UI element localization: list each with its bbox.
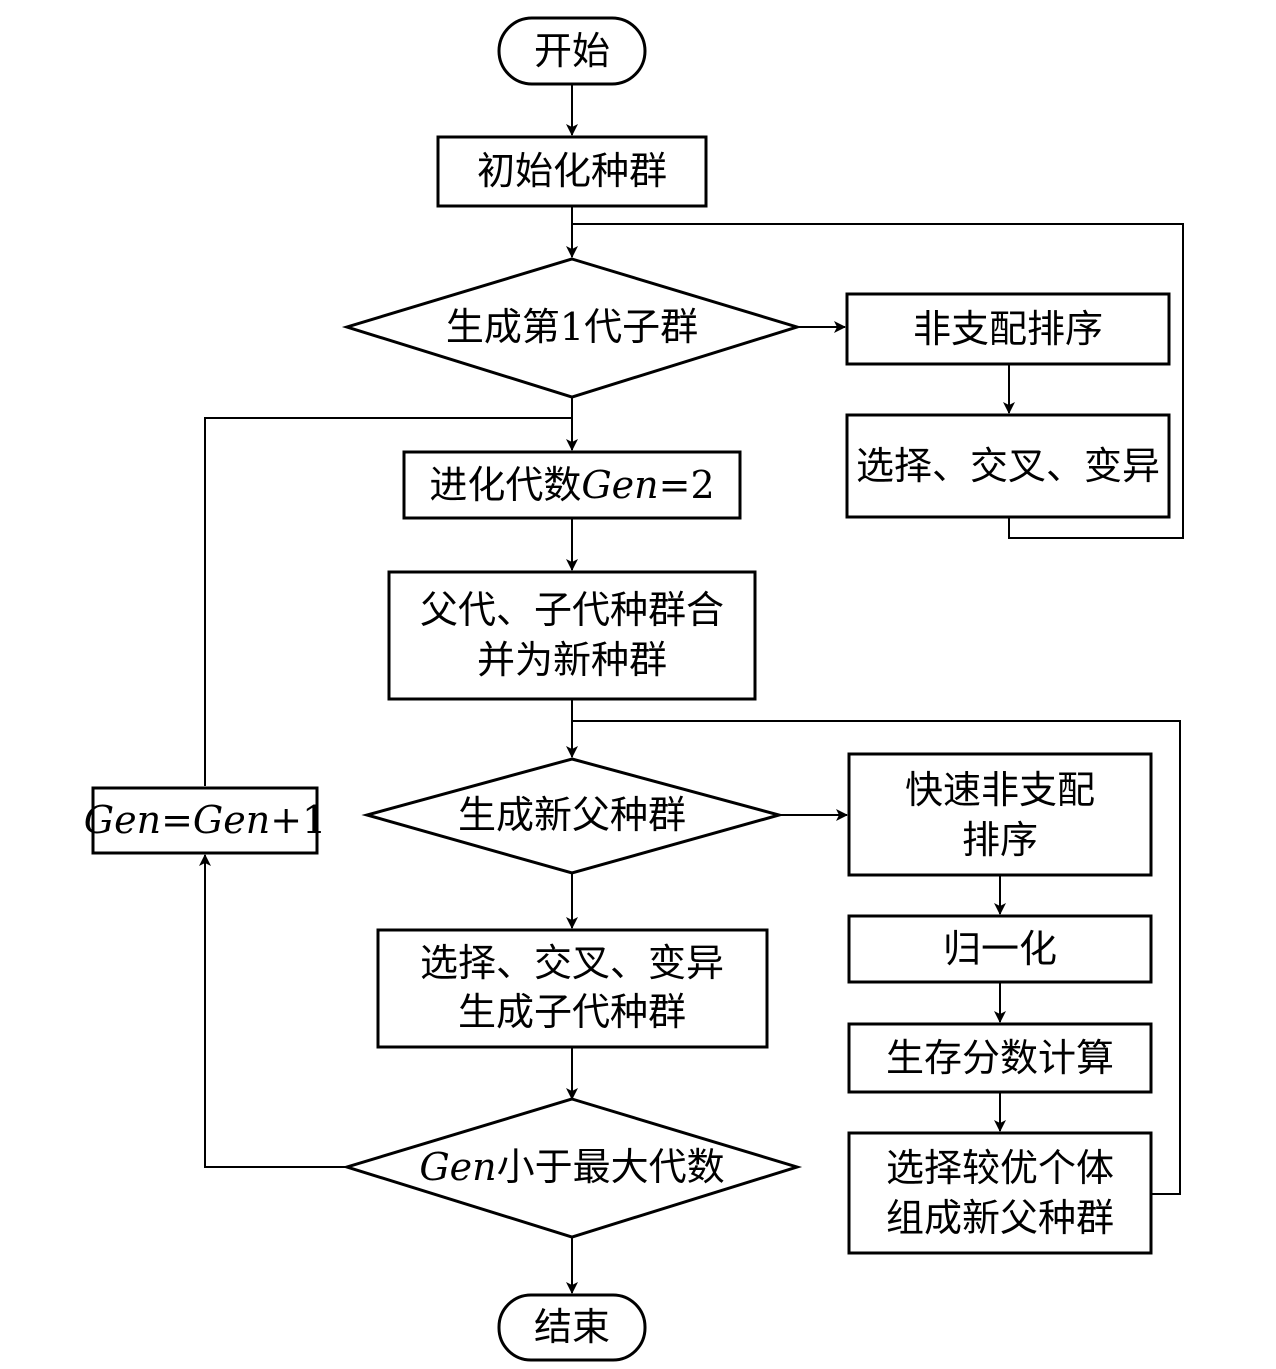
connectors (199, 84, 1184, 1294)
end-node: 结束 (497, 1293, 647, 1362)
start-label: 开始 (534, 29, 610, 73)
select-better-node: 选择较优个体 组成新父种群 (847, 1131, 1153, 1255)
init-population-label: 初始化种群 (477, 149, 667, 193)
gen-less-max-decision: Gen小于最大代数 (341, 1097, 803, 1239)
fast-nondom-label-line1: 快速非支配 (905, 768, 1095, 812)
merge-label-line1: 父代、子代种群合 (420, 588, 724, 632)
select-better-label-line1: 选择较优个体 (886, 1146, 1114, 1190)
gen-first-child-decision: 生成第1代子群 (341, 257, 803, 399)
arrow-decision-to-increment (199, 854, 347, 1168)
start-node: 开始 (497, 16, 647, 86)
gen-less-max-label: Gen小于最大代数 (419, 1145, 724, 1189)
sel-cross-mut-1-label: 选择、交叉、变异 (856, 444, 1160, 488)
fast-nondom-label-line2: 排序 (962, 818, 1038, 862)
select-better-label-line2: 组成新父种群 (886, 1196, 1114, 1240)
nondom-sort-node: 非支配排序 (845, 292, 1171, 366)
normalize-node: 归一化 (847, 914, 1153, 984)
gen-counter-node: 进化代数Gen=2 (402, 450, 742, 520)
sel-cross-mut-2-node: 选择、交叉、变异 生成子代种群 (376, 928, 769, 1049)
survival-score-node: 生存分数计算 (847, 1022, 1153, 1094)
gen-new-parent-label: 生成新父种群 (458, 793, 686, 837)
end-label: 结束 (534, 1305, 610, 1349)
gen-increment-node: Gen=Gen+1 (84, 786, 327, 855)
loop-back-right-top (572, 223, 1184, 539)
gen-counter-label: 进化代数Gen=2 (429, 463, 714, 507)
sel-cross-mut-1-node: 选择、交叉、变异 (845, 413, 1171, 519)
gen-increment-label: Gen=Gen+1 (84, 798, 327, 842)
sel-cross-mut-2-label-line2: 生成子代种群 (458, 990, 686, 1034)
loop-back-left-top (204, 417, 572, 786)
gen-new-parent-decision: 生成新父种群 (361, 757, 785, 875)
loop-back-right-bottom (572, 720, 1181, 1195)
sel-cross-mut-2-label-line1: 选择、交叉、变异 (420, 941, 724, 985)
survival-score-label: 生存分数计算 (886, 1036, 1114, 1080)
merge-label-line2: 并为新种群 (477, 638, 667, 682)
gen-first-child-label: 生成第1代子群 (446, 305, 698, 349)
merge-node: 父代、子代种群合 并为新种群 (387, 570, 757, 701)
fast-nondom-node: 快速非支配 排序 (847, 752, 1153, 877)
nondom-sort-label: 非支配排序 (913, 307, 1103, 351)
init-population-node: 初始化种群 (436, 135, 708, 208)
normalize-label: 归一化 (943, 927, 1057, 971)
